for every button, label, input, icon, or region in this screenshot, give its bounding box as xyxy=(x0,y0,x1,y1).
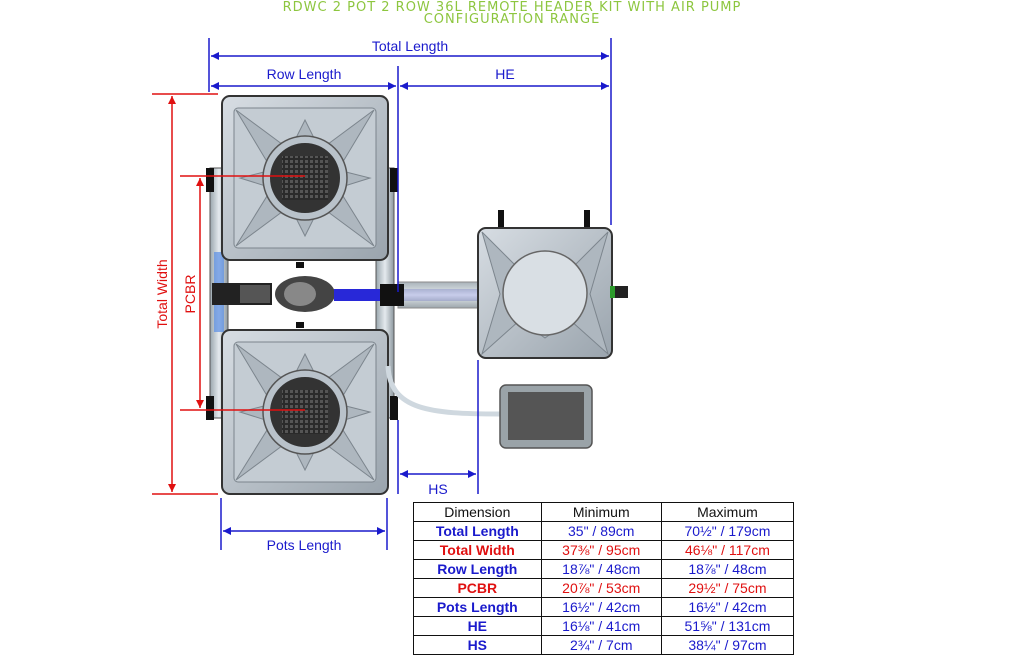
bottom-pot xyxy=(221,329,389,495)
pots-length-label: Pots Length xyxy=(267,537,342,553)
total-width-label: Total Width xyxy=(154,259,170,328)
total-length-dimension xyxy=(208,38,612,225)
header-pipe-sleeve xyxy=(397,281,479,309)
pipe-clip xyxy=(390,396,398,420)
dimension-name: Total Width xyxy=(413,540,542,560)
dimension-maximum: 16½" / 42cm xyxy=(660,597,795,617)
row-length-label: Row Length xyxy=(267,66,342,82)
pcbr-dimension xyxy=(196,178,204,408)
top-pot xyxy=(221,95,389,261)
pump-assembly xyxy=(212,262,335,328)
air-pump xyxy=(499,384,593,449)
dimension-maximum: 29½" / 75cm xyxy=(660,578,795,598)
table-row: Row Length 18⅞" / 48cm 18⅞" / 48cm xyxy=(413,559,795,579)
pipe-clip xyxy=(390,168,398,192)
header-maximum: Maximum xyxy=(660,502,795,522)
table-row: Total Width 37⅜" / 95cm 46⅛" / 117cm xyxy=(413,540,795,560)
dimension-minimum: 37⅜" / 95cm xyxy=(540,540,662,560)
table-row: Total Length 35" / 89cm 70½" / 179cm xyxy=(413,521,795,541)
dimensions-table: Dimension Minimum Maximum Total Length 3… xyxy=(413,502,795,655)
pots-length-dimension xyxy=(220,498,388,550)
dimension-name: Pots Length xyxy=(413,597,542,617)
title-line-1: RDWC 2 POT 2 ROW 36L REMOTE HEADER KIT W… xyxy=(282,0,742,15)
dimension-name: PCBR xyxy=(413,578,542,598)
dimension-minimum: 16⅛" / 41cm xyxy=(540,616,662,636)
air-hose xyxy=(385,365,501,417)
header-minimum: Minimum xyxy=(540,502,662,522)
pipe-clip xyxy=(206,168,214,192)
dimension-minimum: 35" / 89cm xyxy=(540,521,662,541)
dimension-maximum: 70½" / 179cm xyxy=(660,521,795,541)
dimension-name: Row Length xyxy=(413,559,542,579)
dimension-maximum: 38¼" / 97cm xyxy=(660,635,795,655)
dimension-maximum: 51⅝" / 131cm xyxy=(660,616,795,636)
pipe-clip xyxy=(206,396,214,420)
table-row: Pots Length 16½" / 42cm 16½" / 42cm xyxy=(413,597,795,617)
dimension-minimum: 18⅞" / 48cm xyxy=(540,559,662,579)
pcbr-label: PCBR xyxy=(182,275,198,314)
dimension-name: Total Length xyxy=(413,521,542,541)
hs-dimension xyxy=(397,360,479,494)
table-header-row: Dimension Minimum Maximum xyxy=(413,502,795,522)
diagram-title: RDWC 2 POT 2 ROW 36L REMOTE HEADER KIT W… xyxy=(0,0,1024,27)
dimension-minimum: 2¾" / 7cm xyxy=(540,635,662,655)
dimension-name: HS xyxy=(413,635,542,655)
dimension-minimum: 16½" / 42cm xyxy=(540,597,662,617)
header-tank xyxy=(477,210,628,359)
title-line-2: CONFIGURATION RANGE xyxy=(423,12,601,27)
header-dimension: Dimension xyxy=(413,502,542,522)
table-row: HE 16⅛" / 41cm 51⅝" / 131cm xyxy=(413,616,795,636)
header-connector xyxy=(380,284,404,306)
row-length-dimension xyxy=(211,66,399,292)
table-row: HS 2¾" / 7cm 38¼" / 97cm xyxy=(413,635,795,655)
total-length-label: Total Length xyxy=(372,38,448,54)
he-dimension xyxy=(400,82,609,90)
dimension-maximum: 46⅛" / 117cm xyxy=(660,540,795,560)
total-width-dimension xyxy=(152,93,218,495)
table-row: PCBR 20⅞" / 53cm 29½" / 75cm xyxy=(413,578,795,598)
dimension-minimum: 20⅞" / 53cm xyxy=(540,578,662,598)
dimension-name: HE xyxy=(413,616,542,636)
dimension-maximum: 18⅞" / 48cm xyxy=(660,559,795,579)
he-label: HE xyxy=(495,66,514,82)
hs-label: HS xyxy=(428,481,447,497)
